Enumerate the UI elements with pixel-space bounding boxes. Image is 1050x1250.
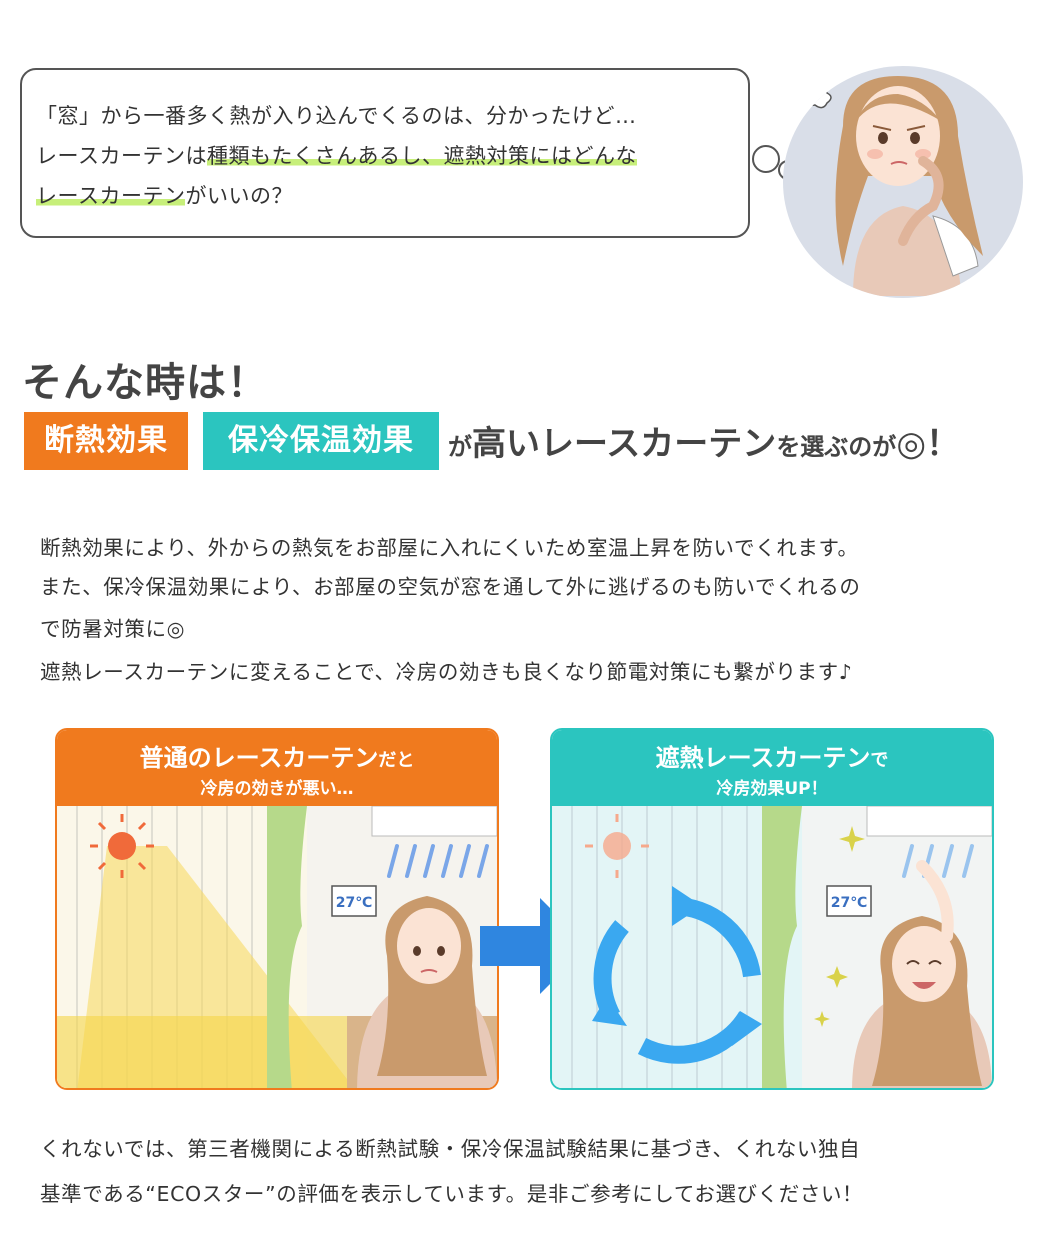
heading-tagline: が高いレースカーテンを選ぶのが◎！ — [448, 424, 960, 464]
panel-normal-lace-curtain: 普通のレースカーテンだと 冷房の効きが悪い… 27℃ — [55, 728, 499, 1090]
thought-dot-large — [752, 145, 780, 173]
panel-heat-shield-lace-curtain: 遮熱レースカーテンで 冷房効果UP！ 27℃ — [550, 728, 994, 1090]
thermostat-display-left: 27℃ — [336, 895, 372, 911]
body-line-4: 遮熱レースカーテンに変えることで、冷房の効きも良くなり節電対策にも繋がります♪ — [40, 660, 853, 684]
body-line-3: で防暑対策に◎ — [40, 617, 186, 641]
body-line-2: また、保冷保温効果により、お部屋の空気が窓を通して外に逃げるのも防いでくれるの — [40, 575, 861, 599]
footer-line-2: 基準である“ECOスター”の評価を表示しています。是非ご参考にしてお選びください… — [40, 1182, 864, 1206]
footer-line-1: くれないでは、第三者機関による断熱試験・保冷保温試験結果に基づき、くれない独自 — [40, 1137, 861, 1161]
tag-insulation: 断熱効果 — [24, 412, 188, 470]
body-line-1: 断熱効果により、外からの熱気をお部屋に入れにくいため室温上昇を防いでくれます。 — [40, 536, 859, 560]
speech-bubble: 「窓」から一番多く熱が入り込んでくるのは、分かったけど… レースカーテンは種類も… — [20, 68, 750, 238]
hot-room-illustration: 27℃ — [57, 806, 497, 1088]
section-heading: そんな時は！ — [22, 360, 268, 406]
bubble-line-3: レースカーテンがいいの？ — [36, 184, 293, 208]
tag-cool-warm-retention: 保冷保温効果 — [203, 412, 439, 470]
panel-left-header: 普通のレースカーテンだと 冷房の効きが悪い… — [57, 730, 497, 806]
worried-woman-illustration — [783, 66, 1023, 298]
bubble-line-2: レースカーテンは種類もたくさんあるし、遮熱対策にはどんな — [36, 144, 637, 168]
thermostat-display-right: 27℃ — [831, 895, 867, 911]
panel-right-header: 遮熱レースカーテンで 冷房効果UP！ — [552, 730, 992, 806]
bubble-line-1: 「窓」から一番多く熱が入り込んでくるのは、分かったけど… — [36, 104, 637, 128]
cool-room-illustration: 27℃ — [552, 806, 992, 1088]
